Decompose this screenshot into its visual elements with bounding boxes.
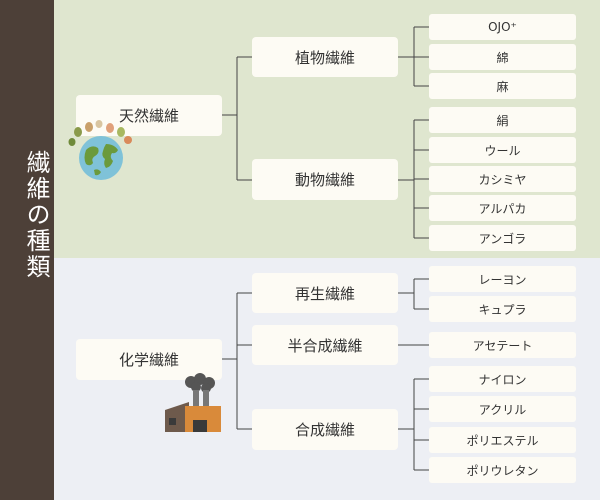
leaf-acrylic: アクリル — [429, 396, 576, 422]
connector-synthetic — [398, 378, 429, 471]
leaf-cupra: キュプラ — [429, 296, 576, 322]
globe-with-plants-icon — [68, 120, 132, 180]
leaf-nylon: ナイロン — [429, 366, 576, 392]
leaf-cashmere: カシミヤ — [429, 166, 576, 192]
subgroup-plant-fiber: 植物繊維 — [252, 37, 398, 77]
leaf-cotton: 綿 — [429, 44, 576, 70]
subgroup-regenerated-fiber: 再生繊維 — [252, 273, 398, 313]
leaf-polyester: ポリエステル — [429, 427, 576, 453]
connector-chemical — [222, 292, 252, 430]
connector-regenerated — [398, 278, 429, 310]
subgroup-semi-synthetic-fiber: 半合成繊維 — [252, 325, 398, 365]
subgroup-animal-fiber: 動物繊維 — [252, 159, 398, 200]
category-natural-fiber: 天然繊維 — [76, 95, 222, 136]
category-chemical-fiber: 化学繊維 — [76, 339, 222, 380]
leaf-silk: 絹 — [429, 107, 576, 133]
leaf-alpaca: アルパカ — [429, 195, 576, 221]
diagram-title: 繊維の種類 — [22, 150, 50, 280]
factory-with-smoke-icon — [165, 373, 221, 432]
connector-natural — [222, 56, 252, 181]
leaf-ojo: OJO⁺ — [429, 14, 576, 40]
leaf-polyurethane: ポリウレタン — [429, 457, 576, 483]
connector-animal — [398, 119, 429, 239]
leaf-wool: ウール — [429, 137, 576, 163]
leaf-rayon: レーヨン — [429, 266, 576, 292]
leaf-acetate: アセテート — [429, 332, 576, 358]
sidebar: 繊維の種類 — [0, 0, 54, 500]
connector-plant — [398, 26, 429, 87]
subgroup-synthetic-fiber: 合成繊維 — [252, 409, 398, 450]
leaf-angora: アンゴラ — [429, 225, 576, 251]
leaf-hemp: 麻 — [429, 73, 576, 99]
